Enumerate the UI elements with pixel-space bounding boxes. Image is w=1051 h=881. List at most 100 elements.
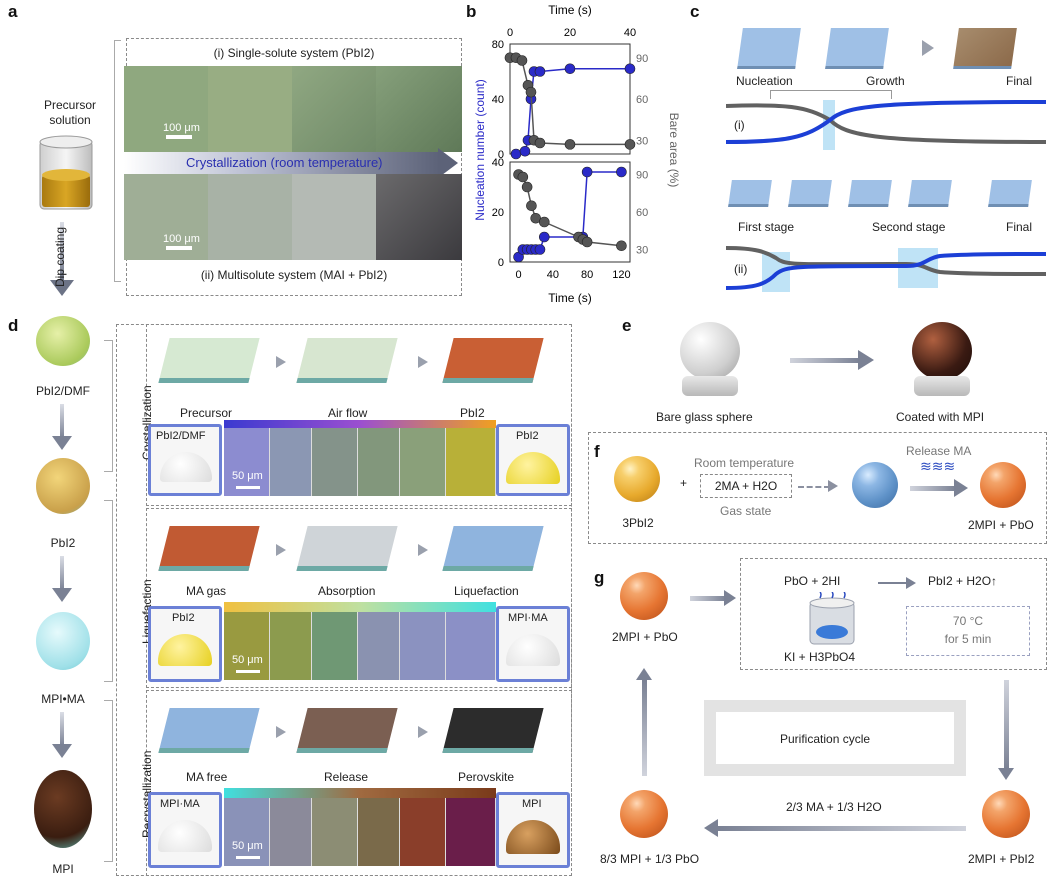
tiles-row-3: [224, 798, 496, 866]
tile-1-4: [358, 428, 400, 496]
f-room-temp: Room temperature: [694, 456, 795, 470]
gradient-bar-3: [224, 788, 496, 798]
film-absorption: [296, 526, 398, 571]
data-point-0-0-1: [519, 145, 531, 157]
stack-label-4: MPI: [52, 862, 74, 876]
tile-3-3: [312, 798, 358, 866]
glass-stand-bare: [682, 376, 738, 396]
film-pbi2: [442, 338, 544, 383]
panel-f-frame: [588, 432, 1047, 544]
inset-label-mpi-ma-c: MPI·MA: [160, 798, 200, 810]
caption-perovskite: Perovskite: [458, 770, 515, 784]
row-liquefaction-frame: [146, 508, 572, 688]
coated-label: Coated with MPI: [896, 410, 985, 424]
final-label-2: Final: [1006, 220, 1033, 234]
micrograph-2-3: [292, 174, 376, 260]
hemisphere-mpi-ma: [36, 612, 90, 670]
tile-1-5: [400, 428, 446, 496]
g-cycle-label: Purification cycle: [780, 732, 871, 746]
right-ytick-1-2: 90: [636, 170, 648, 182]
g-arrow-inner-head: [906, 577, 916, 589]
data-point-1-0-6: [538, 231, 550, 243]
scale-label-1: 100 μm: [163, 122, 200, 134]
micrograph-1-3: [292, 66, 376, 152]
stack-label-1: PbI2/DMF: [35, 384, 90, 398]
chart-bottom-xlabel: Time (s): [548, 291, 592, 305]
film-airflow: [296, 338, 398, 383]
substrate-nucleation: [737, 28, 801, 69]
tile-3-2: [270, 798, 312, 866]
panel-label-f: f: [594, 442, 600, 461]
dip-arrow-head: [50, 280, 74, 296]
scale-bar-1: [166, 135, 192, 139]
data-point-0-1-8: [624, 139, 636, 150]
f-reactant: 3PbI2: [622, 516, 654, 530]
tile-1-1: [224, 428, 270, 496]
panel-label-d: d: [8, 316, 19, 335]
g-arrow-top-head: [724, 590, 736, 606]
growth-label: Growth: [866, 74, 905, 88]
data-point-1-1-9: [616, 240, 627, 252]
caption-liquefaction: Liquefaction: [454, 584, 519, 598]
f-gas-state: Gas state: [720, 504, 772, 518]
tile-2-3: [312, 612, 358, 680]
panel-label-c: c: [690, 2, 700, 21]
bottom-xtick-3: 120: [612, 269, 630, 281]
f-arrow-2: [910, 486, 956, 491]
tile-3-1: [224, 798, 270, 866]
tile-2-2: [270, 612, 312, 680]
scale-label-d3: 50 μm: [232, 840, 263, 852]
precursor-solution-label: Precursor solution: [43, 98, 96, 127]
d-arrow-1b: [418, 356, 428, 368]
left-ytick-bottom-1: 20: [492, 207, 504, 219]
left-ytick-top-0: 0: [498, 149, 504, 161]
reaction-beaker-icon: [809, 592, 855, 645]
film-ma-gas: [158, 526, 260, 571]
bracket-d2: [104, 500, 113, 682]
final-label-1: Final: [1006, 74, 1033, 88]
crystallization-arrow-head: [438, 148, 458, 178]
data-point-1-1-5: [538, 216, 550, 228]
hemisphere-mpi: [34, 770, 92, 848]
row-recrystallization-frame: [146, 690, 572, 876]
data-point-0-1-2: [516, 55, 528, 66]
g-top-left: 2MPI + PbO: [612, 630, 678, 644]
data-point-0-1-6: [534, 137, 546, 149]
scale-bar-2: [166, 246, 192, 250]
inset-label-pbi2: PbI2: [516, 430, 539, 442]
gradient-bar-2: [224, 602, 496, 612]
caption-ma-free: MA free: [186, 770, 228, 784]
chart-top-frame: [509, 43, 631, 155]
tile-3-4: [358, 798, 400, 866]
inset-label-mpi-ma: MPI·MA: [508, 612, 548, 624]
d-arrow-3b: [418, 726, 428, 738]
right-ytick-1-1: 60: [636, 207, 648, 219]
bracket-d1: [104, 340, 113, 472]
e-arrow: [790, 358, 860, 363]
tile-2-5: [400, 612, 446, 680]
data-point-0-0-7: [624, 63, 636, 75]
caption-ma-gas: MA gas: [186, 584, 227, 598]
crystallization-label: Crystallization (room temperature): [186, 155, 383, 170]
glass-stand-coated: [914, 376, 970, 396]
data-point-1-1-8: [581, 236, 593, 248]
second-stage-label: Second stage: [872, 220, 946, 234]
bare-glass-label: Bare glass sphere: [656, 410, 753, 424]
top-xtick-0: 0: [507, 27, 513, 39]
f-product: 2MPI + PbO: [968, 518, 1034, 532]
stack-label-2: PbI2: [50, 536, 76, 550]
tiles-row-1: [224, 428, 496, 496]
tile-1-2: [270, 428, 312, 496]
panel-label-a: a: [8, 2, 18, 21]
g-arrow-top: [690, 596, 726, 601]
scale-bar-d2: [236, 670, 260, 673]
dip-coating-label: Dip coating: [53, 226, 67, 287]
micrograph-2-2: [208, 174, 292, 260]
tile-2-1: [224, 612, 270, 680]
first-stage-label: First stage: [738, 220, 795, 234]
sphere-blue: [852, 462, 898, 508]
bottom-xtick-0: 0: [516, 269, 522, 281]
inset-label-pbi2-b: PbI2: [172, 612, 195, 624]
panel-label-g: g: [594, 568, 605, 587]
panel-label-e: e: [622, 316, 632, 335]
